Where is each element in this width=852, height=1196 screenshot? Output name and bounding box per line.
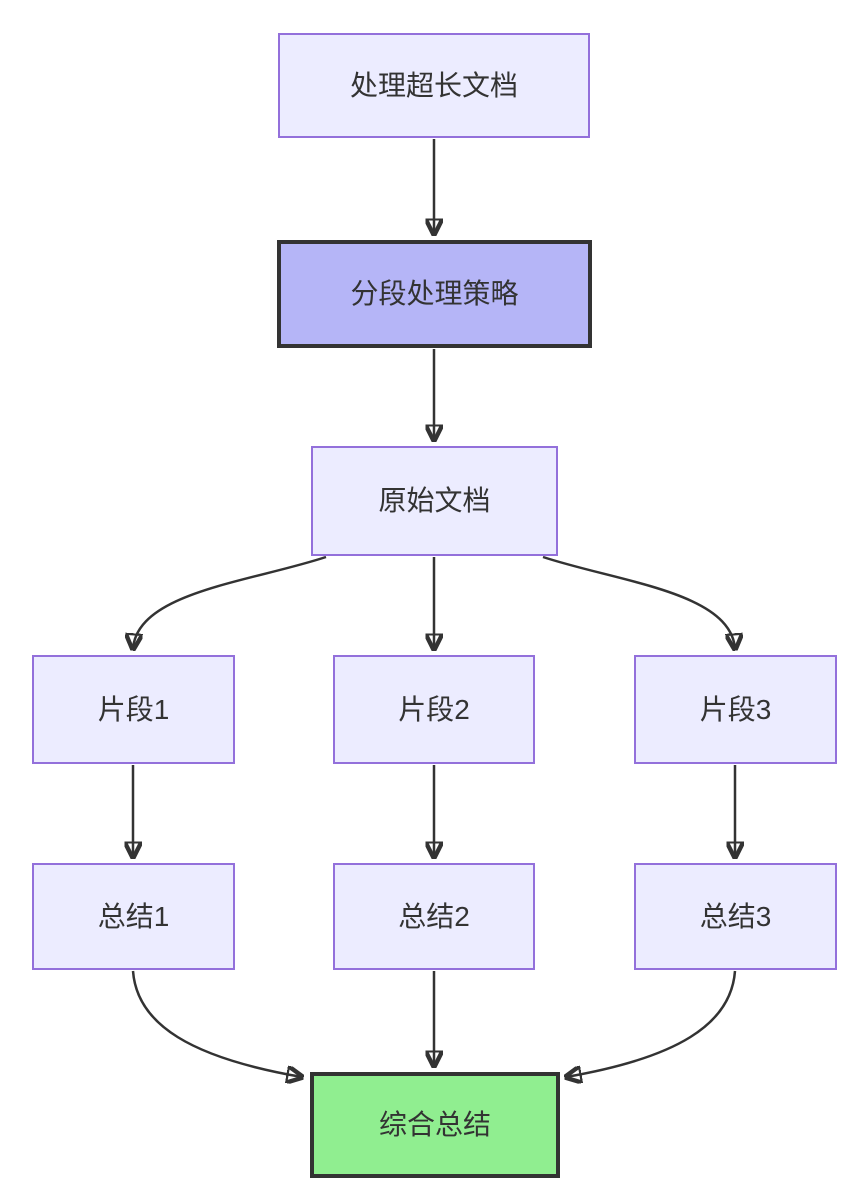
edge-C-D (133, 555, 327, 649)
node-label: 分段处理策略 (350, 278, 519, 310)
node-label: 总结3 (699, 900, 772, 932)
node-original-document: 原始文档 (311, 446, 558, 556)
edge-I-J (566, 970, 737, 1077)
node-label: 总结2 (398, 900, 470, 932)
node-fragment-1: 片段1 (32, 655, 235, 764)
node-final-summary: 综合总结 (310, 1072, 560, 1178)
node-summary-3: 总结3 (634, 863, 837, 970)
node-label: 处理超长文档 (349, 69, 518, 101)
node-label: 综合总结 (378, 1109, 491, 1141)
edge-G-J (131, 970, 302, 1077)
node-label: 原始文档 (378, 485, 491, 517)
node-fragment-3: 片段3 (634, 655, 837, 764)
node-label: 片段3 (699, 693, 772, 725)
node-summary-2: 总结2 (333, 863, 535, 970)
node-label: 片段1 (97, 693, 170, 725)
node-label: 片段2 (398, 693, 470, 725)
node-summary-1: 总结1 (32, 863, 235, 970)
node-segmentation-strategy: 分段处理策略 (277, 240, 592, 348)
node-label: 总结1 (97, 900, 170, 932)
node-process-long-document: 处理超长文档 (278, 33, 590, 138)
node-fragment-2: 片段2 (333, 655, 535, 764)
edge-C-F (542, 555, 735, 649)
